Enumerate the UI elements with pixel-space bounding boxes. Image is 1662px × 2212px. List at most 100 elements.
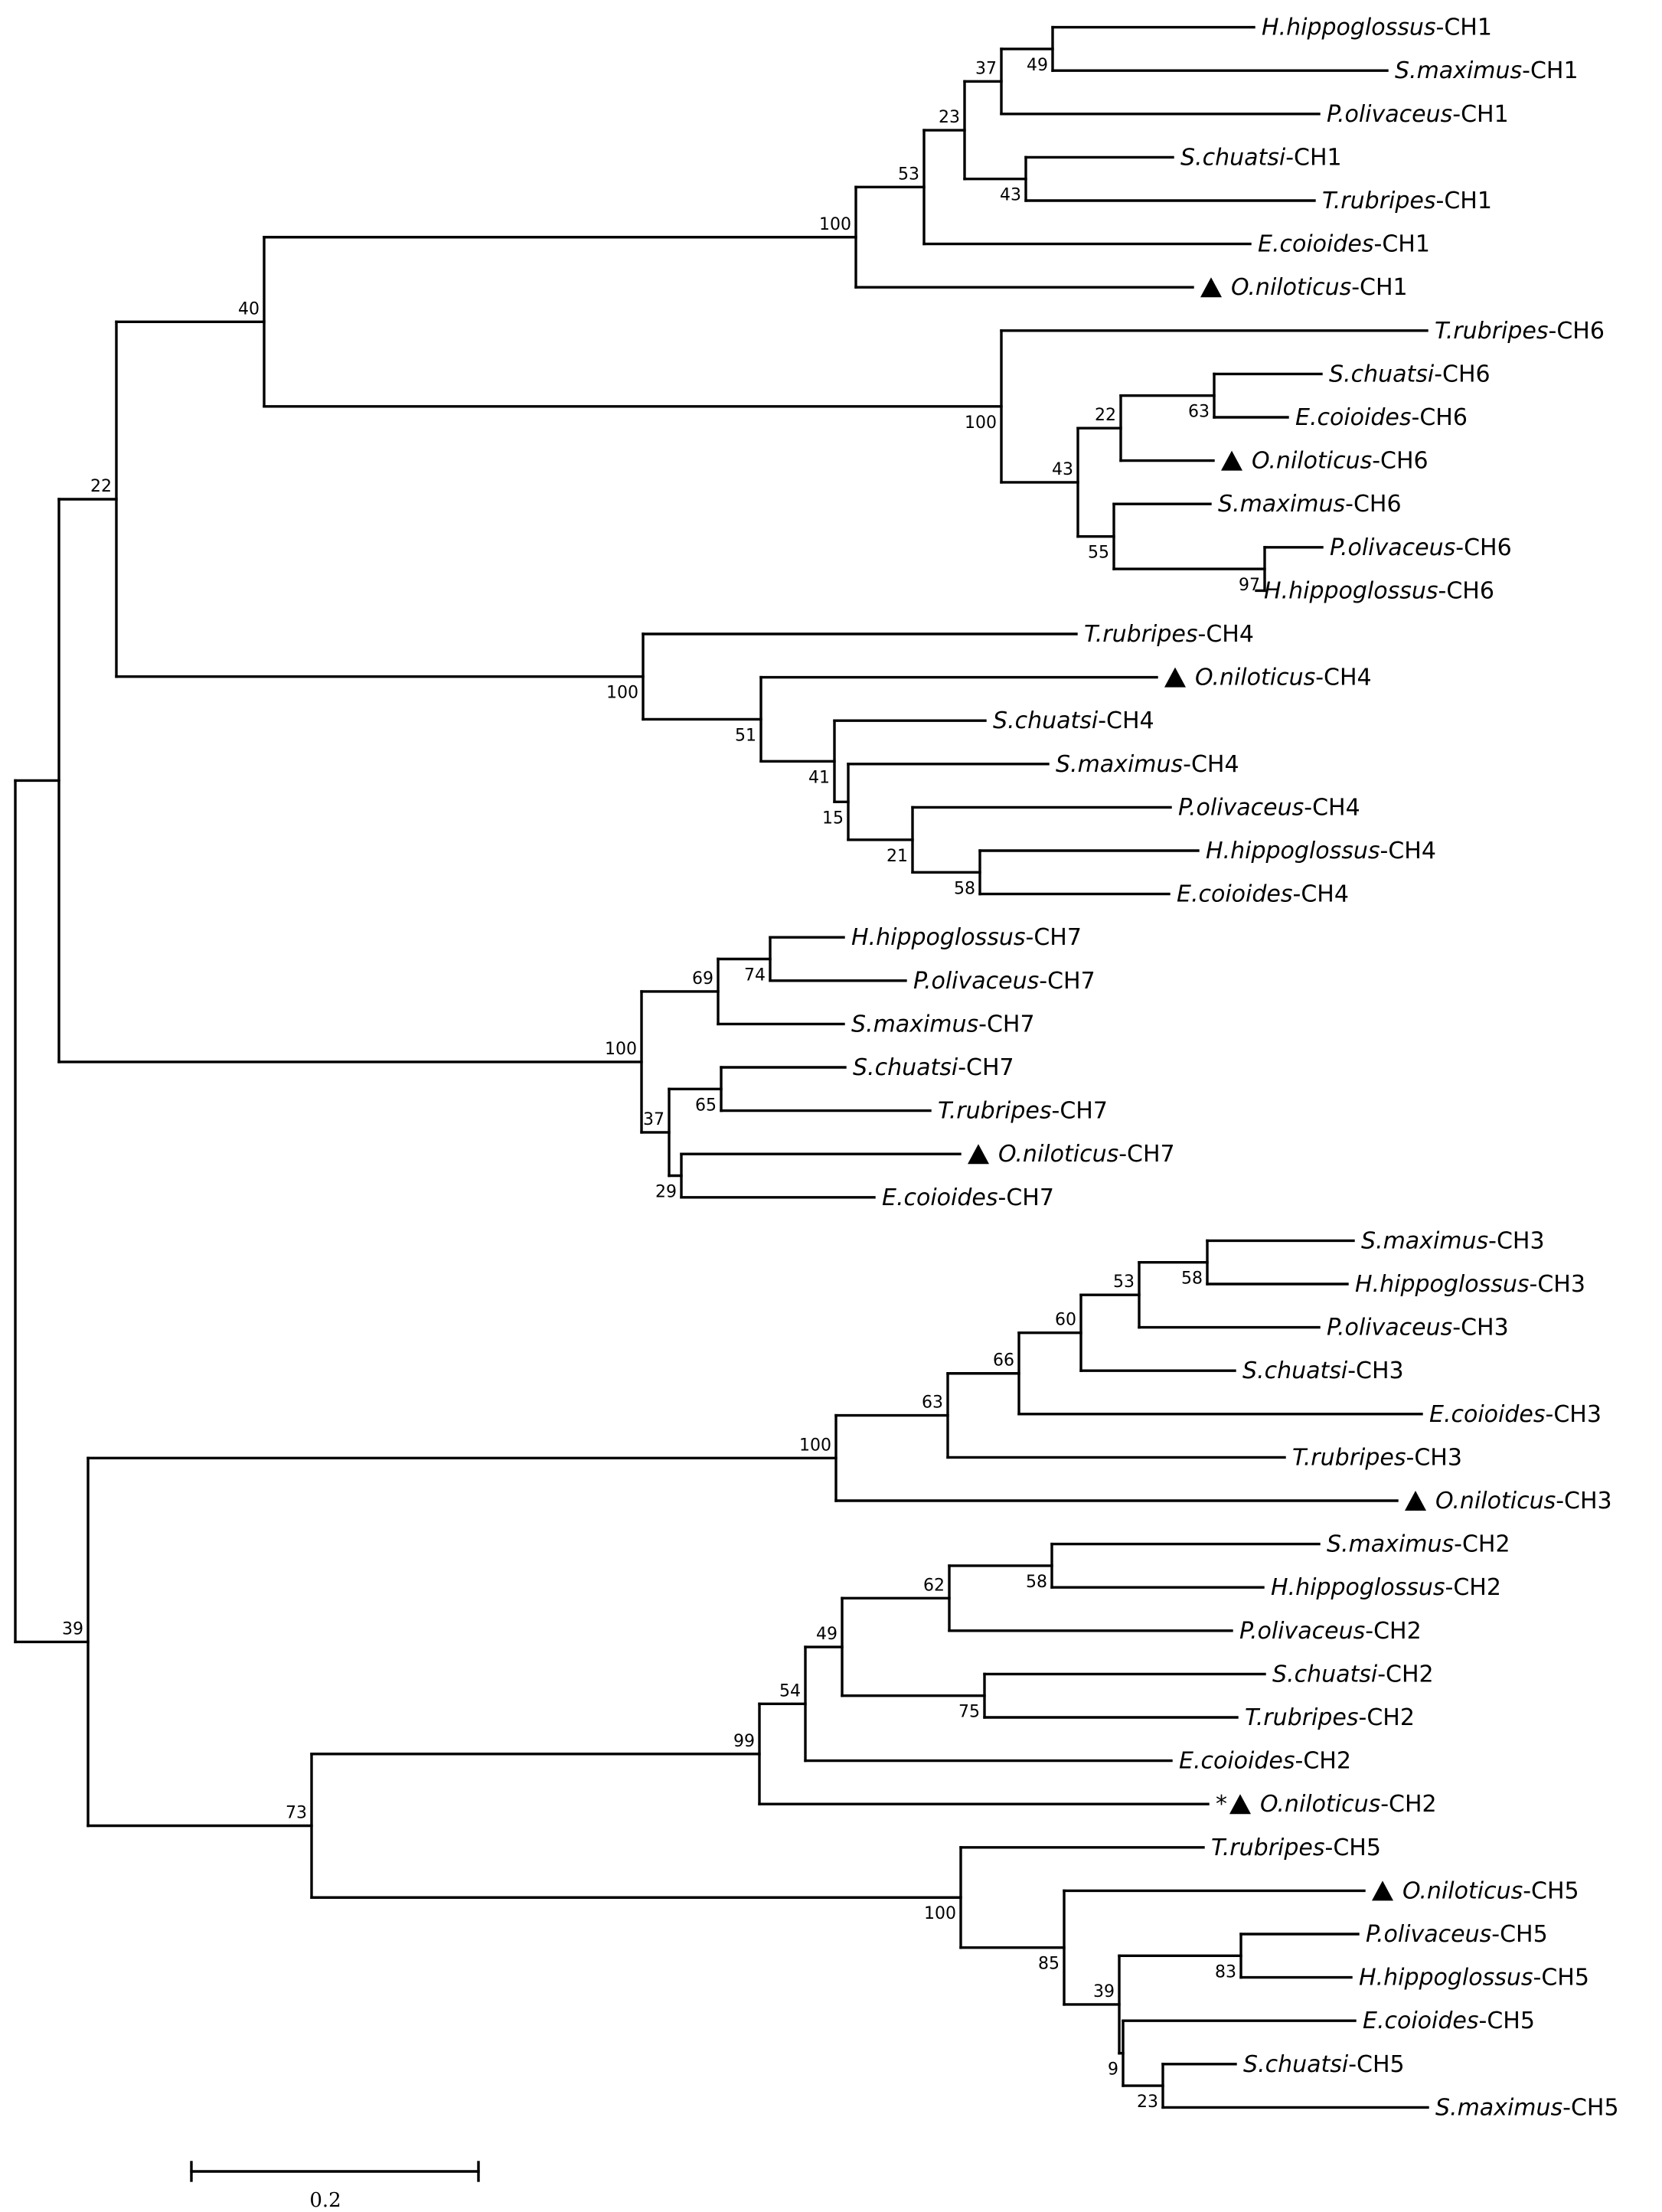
support-value-n58b: 58 [1181,1269,1203,1289]
support-value-n9: 9 [1108,2060,1118,2080]
support-value-n51: 51 [735,726,756,745]
leaf-label-L23: P.olivaceus-CH7 [913,968,1095,995]
leaf-label-L24: S.maximus-CH7 [851,1011,1035,1037]
support-value-n100d: 100 [605,1040,637,1059]
leaf-label-L4: S.chuatsi-CH1 [1180,144,1342,171]
leaf-label-L28: E.coioides-CH7 [882,1184,1054,1211]
support-value-n58a: 58 [954,879,975,898]
support-value-n63a: 63 [1188,403,1210,422]
triangle-marker-icon [1200,277,1222,298]
support-value-n60: 60 [1055,1311,1076,1330]
support-value-n100c: 100 [606,684,638,703]
leaf-asterisk-L42: * [1216,1791,1227,1818]
support-value-n100b: 100 [965,413,997,433]
leaf-label-L43: T.rubripes-CH5 [1211,1835,1381,1861]
leaf-label-L14: H.hippoglossus-CH6 [1264,577,1494,604]
support-value-n22a: 22 [1095,406,1116,425]
leaf-label-L27: O.niloticus-CH7 [998,1141,1175,1168]
leaf-label-L1: H.hippoglossus-CH1 [1262,15,1492,41]
leaf-label-L35: O.niloticus-CH3 [1435,1488,1612,1514]
support-value-n21: 21 [887,847,908,866]
leaf-label-L12: S.maximus-CH6 [1218,491,1402,518]
support-value-n74: 74 [744,966,766,985]
leaf-label-L21: E.coioides-CH4 [1177,881,1349,908]
leaf-label-L47: E.coioides-CH5 [1363,2008,1535,2034]
leaf-label-L26: T.rubripes-CH7 [938,1098,1108,1125]
support-value-n69: 69 [692,969,713,988]
leaf-label-L8: T.rubripes-CH6 [1435,318,1605,345]
leaf-label-L19: P.olivaceus-CH4 [1178,794,1360,821]
leaf-label-L41: E.coioides-CH2 [1179,1748,1351,1775]
leaf-labels: H.hippoglossus-CH1S.maximus-CH1P.olivace… [851,15,1619,2122]
support-value-n100e: 100 [799,1436,831,1455]
leaf-label-L48: S.chuatsi-CH5 [1243,2051,1405,2078]
leaf-label-L13: P.olivaceus-CH6 [1330,534,1512,561]
leaf-label-L20: H.hippoglossus-CH4 [1206,838,1436,864]
leaf-label-L3: P.olivaceus-CH1 [1327,101,1509,128]
leaf-label-L9: S.chuatsi-CH6 [1329,361,1491,387]
support-value-n43b: 43 [1052,460,1073,479]
support-value-n49b: 49 [816,1625,838,1644]
leaf-label-L15: T.rubripes-CH4 [1084,621,1254,648]
leaf-label-L6: E.coioides-CH1 [1258,231,1430,258]
leaf-label-L42: O.niloticus-CH2 [1260,1791,1437,1818]
support-value-n99: 99 [733,1732,755,1751]
leaf-label-L30: H.hippoglossus-CH3 [1355,1271,1585,1298]
triangle-marker-icon [1164,667,1186,688]
triangle-marker-icon [968,1144,989,1165]
leaf-label-L33: E.coioides-CH3 [1429,1401,1602,1428]
leaf-label-L31: P.olivaceus-CH3 [1327,1315,1509,1341]
leaf-label-L18: S.maximus-CH4 [1056,751,1239,778]
support-value-n75: 75 [958,1703,980,1722]
leaf-label-L5: T.rubripes-CH1 [1322,188,1492,214]
scale-bar-label: 0.2 [309,2189,341,2212]
support-value-n58c: 58 [1026,1573,1047,1592]
support-value-n41: 41 [808,768,830,787]
support-value-n55: 55 [1088,544,1109,563]
support-value-n97: 97 [1239,576,1260,595]
leaf-label-L39: S.chuatsi-CH2 [1272,1661,1434,1688]
support-value-n37: 37 [975,59,997,78]
support-value-n49: 49 [1027,56,1048,75]
leaf-label-L37: H.hippoglossus-CH2 [1271,1574,1501,1601]
scale-bar: 0.2 [190,2161,480,2212]
leaf-label-L44: O.niloticus-CH5 [1402,1877,1579,1904]
triangle-marker-icon [1229,1794,1251,1815]
support-value-n23a: 23 [939,108,960,127]
leaf-label-L25: S.chuatsi-CH7 [853,1054,1014,1081]
triangle-marker-icon [1221,450,1242,471]
support-value-n39b: 39 [62,1619,83,1639]
support-values: 4937432353100632297554310040582115415110… [62,56,1260,2112]
leaf-label-L17: S.chuatsi-CH4 [993,707,1154,734]
support-value-n83: 83 [1215,1962,1236,1982]
leaf-label-L46: H.hippoglossus-CH5 [1359,1965,1589,1991]
support-value-n23b: 23 [1137,2093,1158,2112]
support-value-n40: 40 [238,299,260,319]
leaf-label-L7: O.niloticus-CH1 [1231,274,1408,301]
support-value-n29: 29 [655,1183,677,1202]
support-value-n63b: 63 [922,1394,943,1413]
leaf-label-L45: P.olivaceus-CH5 [1366,1921,1548,1948]
support-value-n54: 54 [779,1681,801,1701]
leaf-label-L36: S.maximus-CH2 [1327,1531,1510,1558]
leaf-label-L10: E.coioides-CH6 [1295,404,1468,431]
support-value-n37b: 37 [643,1110,664,1129]
leaf-label-L2: S.maximus-CH1 [1395,57,1579,84]
leaf-label-L22: H.hippoglossus-CH7 [851,924,1082,951]
support-value-n43a: 43 [1000,186,1021,205]
tree-branches [14,25,1429,2109]
support-value-n65: 65 [695,1096,717,1115]
support-value-n39a: 39 [1093,1982,1115,2001]
support-value-n85: 85 [1038,1955,1060,1974]
leaf-label-L29: S.maximus-CH3 [1361,1227,1545,1254]
support-value-n66: 66 [993,1351,1014,1371]
triangle-marker-icon [1405,1491,1426,1511]
support-value-n22b: 22 [90,477,112,496]
leaf-label-L49: S.maximus-CH5 [1435,2094,1619,2121]
support-value-n53a: 53 [898,165,919,184]
leaf-label-L32: S.chuatsi-CH3 [1242,1358,1404,1384]
leaf-label-L34: T.rubripes-CH3 [1292,1444,1462,1471]
support-value-n62: 62 [923,1576,945,1595]
